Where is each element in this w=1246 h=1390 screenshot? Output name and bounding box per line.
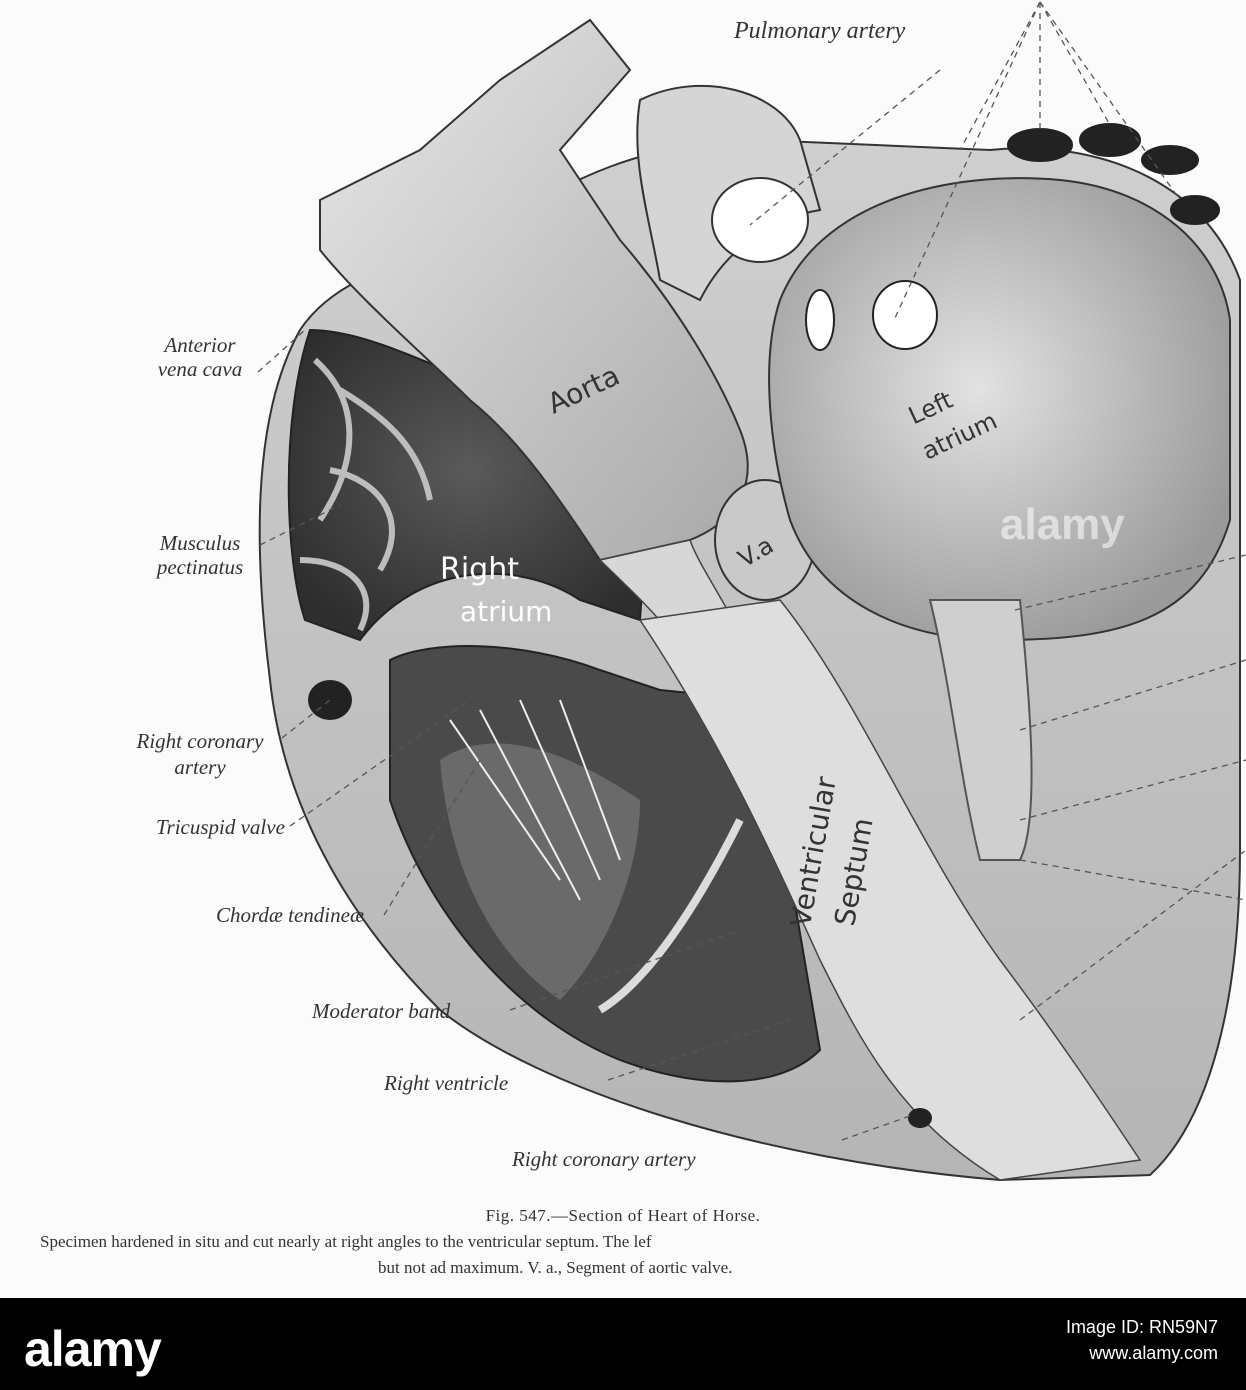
- label-musculus-pectinatus-2: pectinatus: [156, 555, 244, 579]
- image-id: Image ID: RN59N7: [1065, 1317, 1218, 1337]
- caption-line-1: Specimen hardened in situ and cut nearly…: [40, 1232, 652, 1251]
- label-right-coronary-1: Right coronary: [136, 729, 264, 753]
- pulmonary-vein-opening: [872, 280, 938, 350]
- aorta: [319, 18, 749, 562]
- stock-footer-bar: alamy Image ID: RN59N7 www.alamy.com: [0, 1298, 1246, 1390]
- leader-lines: [257, 1, 1246, 1141]
- heart-section-drawing: [257, 1, 1246, 1182]
- site-url: www.alamy.com: [1089, 1343, 1218, 1363]
- label-pulmonary-artery: Pulmonary artery: [734, 18, 906, 44]
- label-right-ventricle: Right ventricle: [384, 1071, 509, 1095]
- label-musculus-pectinatus-1: Musculus: [159, 531, 241, 555]
- label-chordae-tendineae: Chordæ tendineæ: [216, 903, 364, 927]
- label-tricuspid-valve: Tricuspid valve: [156, 815, 285, 839]
- anatomical-plate: Pulmonary artery Anterior vena cava Musc…: [40, 1, 1246, 1277]
- right-chordae: [449, 699, 621, 901]
- footer-meta: Image ID: RN59N7 www.alamy.com: [1066, 1314, 1218, 1366]
- label-right-coronary-2: artery: [174, 755, 226, 779]
- caption-line-2: but not ad maximum. V. a., Segment of ao…: [378, 1258, 733, 1277]
- hand-label-right-1: Right: [440, 552, 519, 587]
- figure-caption: Fig. 547.—Section of Heart of Horse.: [485, 1206, 761, 1225]
- label-anterior-vena-cava-2: vena cava: [157, 357, 243, 381]
- left-atrium: [768, 177, 1231, 642]
- label-anterior-vena-cava-1: Anterior: [164, 333, 236, 357]
- alamy-logo: alamy: [24, 1321, 162, 1377]
- pectinate-muscles: [299, 357, 433, 632]
- watermark: alamy: [1000, 500, 1125, 549]
- hand-label-right-2: atrium: [460, 595, 553, 628]
- ventricular-septum: [638, 599, 1142, 1181]
- label-moderator-band: Moderator band: [312, 999, 451, 1023]
- moderator-band: [597, 818, 744, 1014]
- label-right-coronary-artery: Right coronary artery: [512, 1147, 696, 1171]
